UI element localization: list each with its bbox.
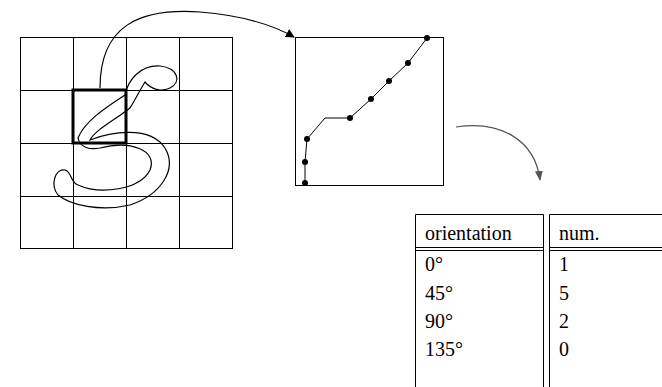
table-cell: 0 [559,339,569,359]
grid [21,38,233,249]
zoom-box [296,38,444,186]
table-cell: 45° [425,283,453,303]
table-cell: 135° [425,339,463,359]
handwritten-s [54,66,177,208]
table-cell: orientation [425,223,512,243]
table-cell: 0° [425,254,443,274]
result-arrow [456,126,540,180]
table-cell: 2 [559,311,569,331]
stroke-segments [305,38,427,183]
zoom-arrow [100,11,294,88]
table-cell: 90° [425,311,453,331]
table-cell: 1 [559,254,569,274]
selected-cell [73,90,126,143]
table-lines [416,215,662,387]
table-cell: num. [559,223,600,243]
table-cell: 5 [559,283,569,303]
sample-points [302,35,430,186]
